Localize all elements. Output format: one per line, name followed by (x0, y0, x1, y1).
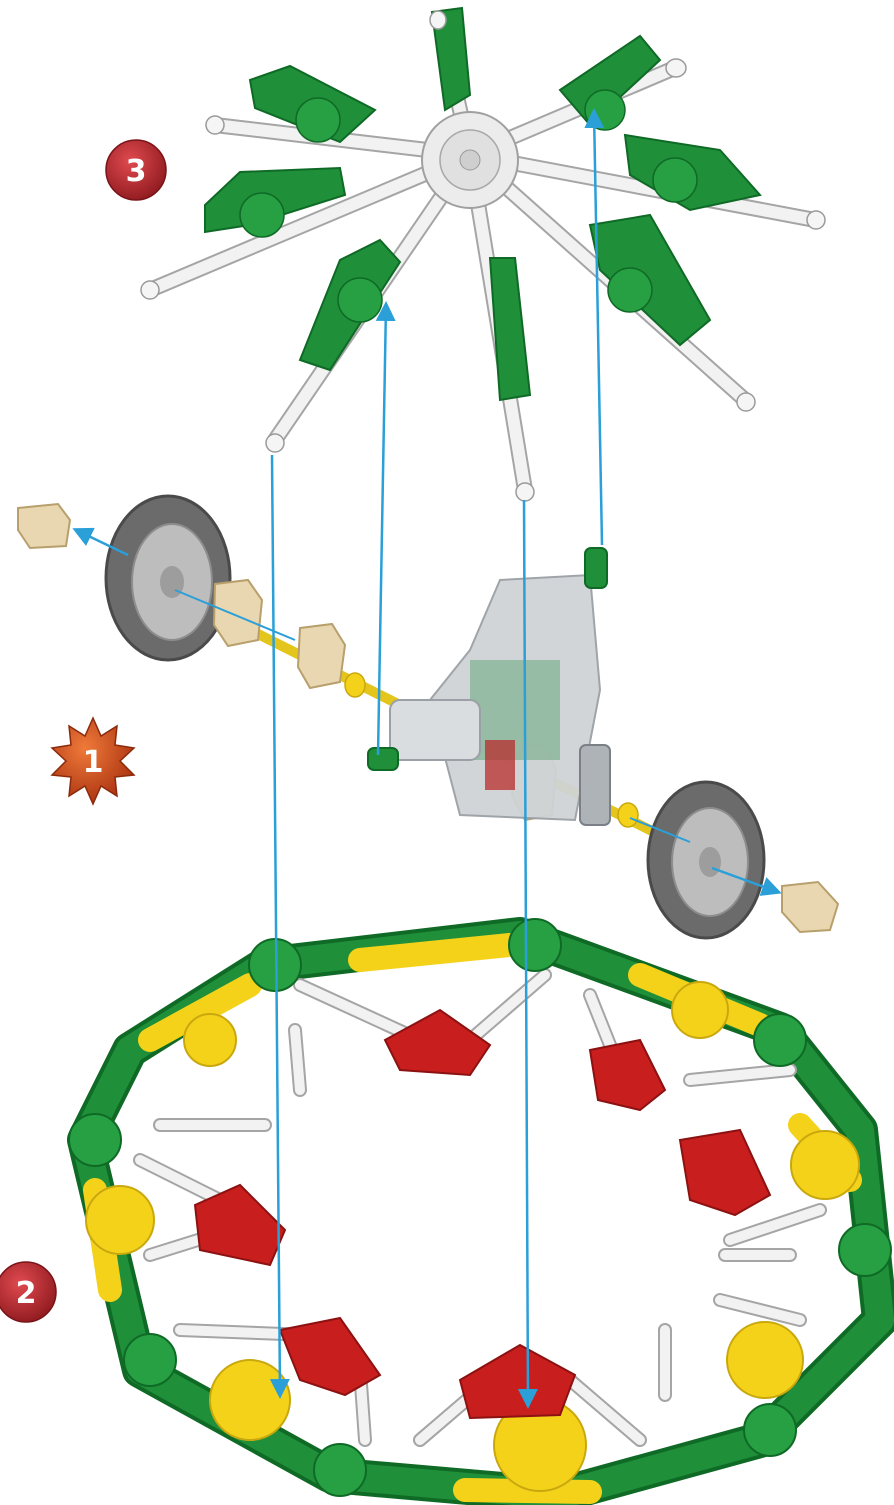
rotor-rods (150, 20, 815, 490)
drive-unit (18, 496, 838, 938)
step-1-label: 1 (83, 745, 104, 780)
red-connector-6 (460, 1345, 575, 1418)
spacer-1 (214, 580, 262, 646)
step-3-label: 3 (126, 154, 147, 189)
step-2-label: 2 (16, 1276, 37, 1311)
rotor-hub (422, 112, 518, 208)
octagon-base (69, 919, 891, 1496)
gearbox (390, 575, 610, 825)
step-2-marker: 2 (0, 1262, 56, 1322)
red-connector-2 (590, 1040, 665, 1110)
step-1-marker: 1 (52, 718, 134, 804)
red-connectors (195, 1010, 770, 1418)
red-connector-5 (280, 1318, 380, 1395)
red-connector-3 (680, 1130, 770, 1215)
red-connector-1 (385, 1010, 490, 1075)
end-cap-left (18, 504, 70, 548)
end-cap-right (782, 882, 838, 932)
left-wheel (106, 496, 230, 660)
arrow-peg-to-rotor-left (378, 305, 386, 755)
blade-bottom (490, 258, 530, 400)
rotor-assembly (141, 8, 825, 501)
step-3-marker: 3 (106, 140, 166, 200)
spacer-2 (298, 624, 345, 688)
right-wheel (648, 782, 764, 938)
